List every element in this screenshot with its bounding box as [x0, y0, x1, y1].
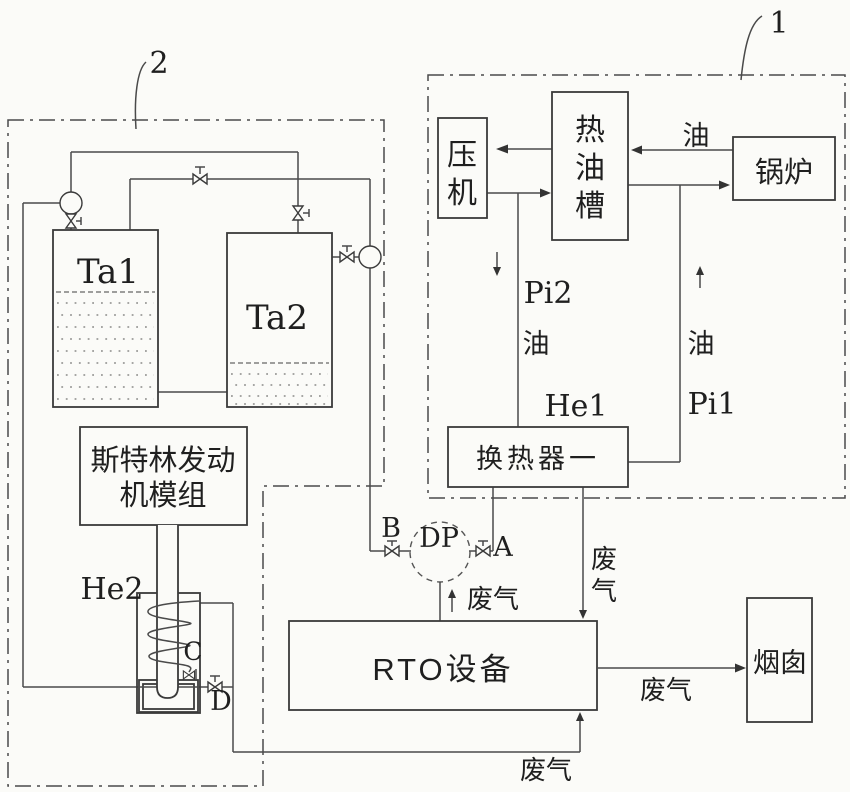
valve-b-icon [384, 545, 400, 557]
valve-mid-line-stem [195, 166, 205, 174]
arrow-to-boiler [719, 180, 730, 190]
chimney-label: 烟囱 [753, 648, 807, 678]
system1-boundary [427, 74, 846, 499]
ta2-label: Ta2 [246, 298, 308, 338]
stirling-module-label-line2: 机模组 [119, 479, 206, 512]
valve-a-stem [478, 540, 488, 546]
pi2-label: Pi2 [524, 276, 573, 311]
oil-label-pi2-line: 油 [523, 329, 550, 359]
hot-oil-tank-box [551, 91, 629, 241]
valve-a-icon [475, 545, 491, 557]
tank-ta1 [52, 229, 159, 408]
compressor-box [437, 117, 488, 219]
arrow-return-into-rto [576, 712, 584, 721]
arrow-into-chimney [735, 663, 746, 673]
wastegas-label-dp: 废气 [467, 584, 519, 614]
flow-arrow-pi2-down [493, 267, 501, 276]
wastegas-label-return: 废气 [520, 755, 572, 785]
system2-pipes [22, 151, 371, 687]
system1-pipes [487, 144, 733, 619]
ref2-leader-line [134, 61, 147, 130]
he2-coil [147, 600, 200, 673]
pump-right-icon [358, 245, 382, 269]
ref2-label: 2 [149, 46, 168, 81]
valve-a-label: A [492, 532, 513, 563]
valve-ta2-top-icon [292, 205, 304, 221]
pump-left-icon [59, 191, 83, 215]
oil-label-pi1-line: 油 [688, 329, 715, 359]
rto-box [288, 620, 598, 711]
dp-label: DP [419, 523, 459, 554]
valve-d-stem [210, 675, 220, 682]
valve-b-stem [387, 540, 397, 546]
ref1-leader-line [740, 15, 763, 81]
flow-arrow-wastegas-up [448, 589, 456, 598]
valve-ta2-right-stem [342, 245, 352, 252]
dp-assembly [370, 521, 493, 621]
arrow-to-hot-oil-tank [540, 188, 551, 198]
valve-c-icon [182, 670, 196, 680]
boiler-box [732, 136, 836, 201]
heat-exchanger1-label: 换热器一 [476, 444, 600, 474]
boiler-label: 锅炉 [755, 156, 813, 189]
valve-d-label: D [210, 686, 232, 717]
wastegas-label-out: 废气 [640, 675, 692, 705]
he1-label: He1 [544, 389, 607, 424]
valve-ta1-top-icon [65, 213, 77, 229]
he2-label: He2 [80, 572, 143, 607]
tank-ta2 [226, 232, 333, 408]
arrow-to-compressor [496, 144, 508, 154]
valve-ta1-top-stem [76, 217, 82, 225]
valve-c-label: C [183, 637, 202, 666]
ref1-label: 1 [769, 6, 788, 41]
stirling-heater-tube [156, 525, 179, 699]
ta1-liquid-fill [56, 291, 155, 400]
arrow-wastegas-into-rto [579, 610, 587, 619]
wastegas-label-he1: 废气 [591, 544, 617, 606]
rto-label: RTO设备 [372, 652, 513, 687]
pi1-label: Pi1 [688, 387, 737, 422]
chimney-box [746, 597, 813, 723]
arrow-oil-to-tank [631, 145, 642, 155]
compressor-label: 压机 [447, 139, 477, 210]
ta1-label: Ta1 [77, 252, 139, 292]
flow-arrow-pi1-up [696, 266, 704, 275]
valve-mid-line-icon [192, 173, 208, 185]
oil-label-boiler-line: 油 [683, 121, 710, 151]
hot-oil-tank-label: 热油槽 [575, 114, 605, 223]
ta2-liquid-fill [230, 362, 329, 405]
valve-b-label: B [381, 513, 401, 544]
valve-ta2-top-stem [303, 209, 310, 217]
stirling-module-label-line1: 斯特林发动 [90, 444, 235, 477]
heat-exchanger1-box [447, 426, 629, 488]
system2-boundary [7, 119, 385, 787]
valve-ta2-right-icon [339, 251, 355, 263]
